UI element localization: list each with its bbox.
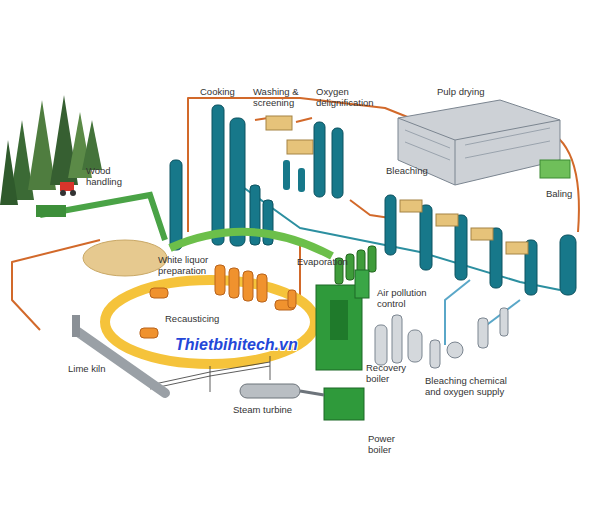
tractor-wheel — [70, 190, 76, 196]
boiler-group — [316, 270, 369, 420]
chip-bin — [170, 160, 182, 250]
storage-tower — [560, 235, 576, 295]
process-label: Baling — [546, 188, 586, 199]
lime-cycle — [105, 280, 315, 364]
baling-line — [540, 160, 570, 178]
oxygen-reactor-group — [314, 122, 343, 198]
washer — [266, 116, 292, 130]
digester — [212, 105, 224, 245]
tank — [243, 271, 253, 301]
tank — [257, 274, 267, 302]
tank — [150, 288, 168, 298]
boiler-detail — [330, 300, 348, 340]
process-label: Washing & screening — [253, 86, 311, 108]
digester-group — [170, 105, 273, 250]
liquor-loop — [170, 232, 332, 256]
bleach-tower — [385, 195, 396, 255]
tank — [298, 168, 305, 192]
process-label: Steam turbine — [233, 404, 303, 415]
process-label: Pulp drying — [437, 86, 497, 97]
conveyor — [40, 195, 165, 240]
watermark: Thietbihitech.vn — [175, 336, 315, 354]
tank — [140, 328, 158, 338]
digester — [230, 118, 245, 246]
process-label: Cooking — [200, 86, 250, 97]
reactor — [314, 122, 325, 197]
process-label: Wood handling — [86, 165, 131, 187]
bleach-tower — [420, 205, 432, 270]
forest — [0, 95, 102, 205]
washer — [287, 140, 313, 154]
tank — [283, 160, 290, 190]
power-line — [150, 356, 270, 392]
chip-pile — [83, 240, 167, 276]
kiln-stack — [72, 315, 80, 337]
tractor — [60, 182, 74, 191]
pylon — [210, 356, 270, 392]
chemical-tank — [375, 325, 387, 365]
process-label: White liquor preparation — [158, 254, 220, 276]
bleaching-group — [385, 195, 576, 295]
chemical-tank — [408, 330, 422, 362]
chemical-tank — [392, 315, 402, 363]
tank — [288, 290, 296, 308]
steam-pipe — [300, 391, 324, 395]
process-label: Lime kiln — [68, 363, 113, 374]
sphere-tank — [447, 342, 463, 358]
process-label: Oxygen delignification — [316, 86, 388, 108]
precipitator — [355, 270, 369, 298]
tree — [0, 140, 18, 205]
steam-turbine — [240, 384, 300, 398]
washer — [436, 214, 458, 226]
bleach-washers — [400, 200, 528, 254]
tank — [215, 265, 225, 295]
washer — [400, 200, 422, 212]
power-boiler — [324, 388, 364, 420]
chemical-tank — [430, 340, 440, 368]
reactor — [332, 128, 343, 198]
pipe — [350, 200, 390, 218]
chemical-tank — [478, 318, 488, 348]
washer — [471, 228, 493, 240]
evaporator — [368, 246, 376, 272]
pipe-network — [12, 98, 579, 345]
chemical-tank — [500, 308, 508, 336]
process-label: Recovery boiler — [366, 362, 414, 384]
process-label: Bleaching — [386, 165, 436, 176]
process-label: Bleaching chemical and oxygen supply — [425, 375, 525, 397]
process-label: Power boiler — [368, 433, 408, 455]
lime-kiln-drum — [78, 332, 165, 393]
process-label: Evaporation — [297, 256, 352, 267]
tractor-wheel — [60, 190, 66, 196]
debarker — [36, 205, 66, 217]
chemical-plant — [375, 308, 508, 368]
process-label: Recausticing — [165, 313, 229, 324]
tank — [229, 268, 239, 298]
tree — [82, 120, 102, 170]
pipe — [445, 280, 470, 345]
washer — [506, 242, 528, 254]
window-row — [405, 128, 550, 160]
washer-group — [266, 116, 313, 192]
process-label: Air pollution control — [377, 287, 441, 309]
